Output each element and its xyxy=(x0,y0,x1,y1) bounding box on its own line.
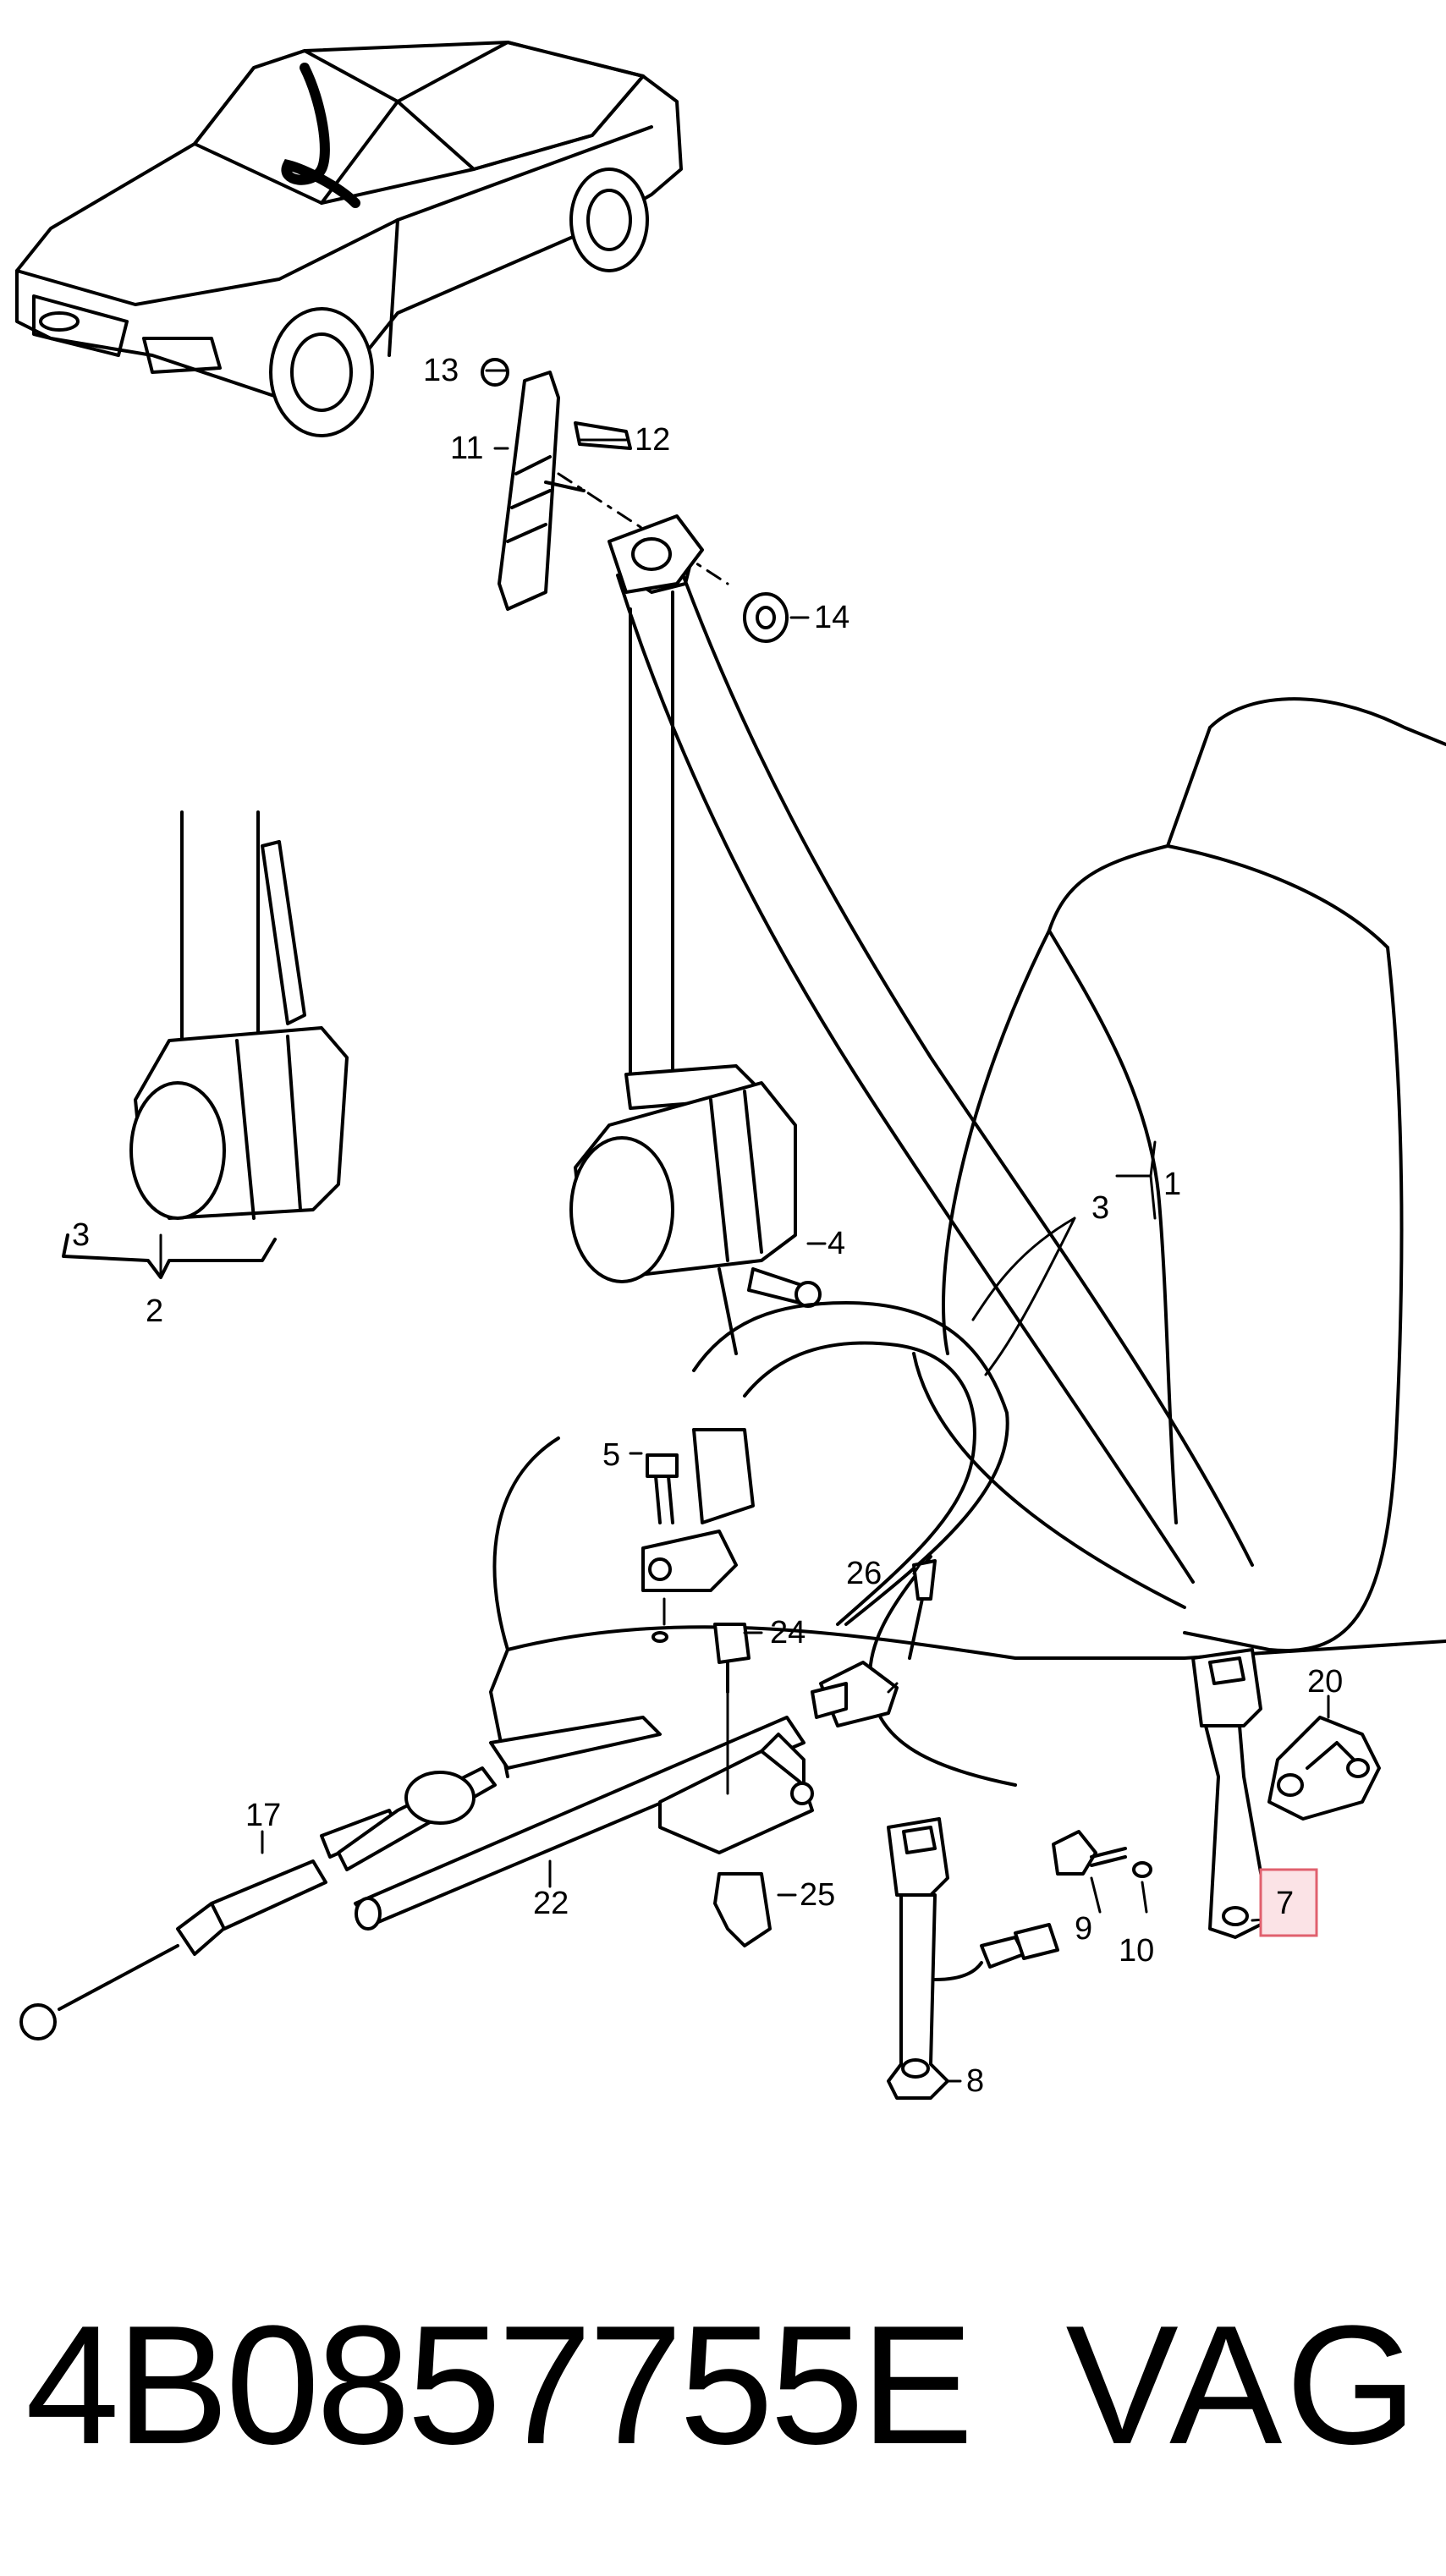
callout-13: 13 xyxy=(423,353,459,388)
car-illustration xyxy=(15,41,683,437)
retractor-center xyxy=(569,1064,822,1355)
callout-17: 17 xyxy=(245,1798,281,1833)
callout-7-highlight xyxy=(1259,1868,1318,1937)
callout-9: 9 xyxy=(1075,1911,1092,1947)
callout-12: 12 xyxy=(635,422,670,458)
callout-24: 24 xyxy=(770,1615,805,1651)
lower-anchor-assembly xyxy=(641,1301,1009,1643)
buckle-assembly xyxy=(887,1648,1381,2100)
callout-14: 14 xyxy=(814,600,849,635)
callout-22: 22 xyxy=(533,1886,569,1921)
callout-7: 7 xyxy=(1276,1886,1294,1921)
rail-and-cable xyxy=(19,1559,937,2040)
leader-lines xyxy=(159,369,1330,2083)
part-number: 4B0857755E xyxy=(25,2291,974,2480)
callout-2: 2 xyxy=(146,1293,163,1329)
seat-belt-webbing xyxy=(608,514,1254,1584)
footer: 4B0857755E VAG xyxy=(0,2276,1446,2496)
callout-11: 11 xyxy=(450,431,483,466)
callout-labels: 1 2 3 3 4 5 7 8 9 10 11 12 13 14 17 20 2… xyxy=(72,353,1343,2099)
callout-8: 8 xyxy=(966,2063,984,2099)
retractor-left xyxy=(62,810,349,1279)
parts-diagram: 1 2 3 3 4 5 7 8 9 10 11 12 13 14 17 20 2… xyxy=(15,41,1446,2100)
callout-5: 5 xyxy=(602,1437,620,1473)
callout-10: 10 xyxy=(1119,1933,1154,1969)
callout-26: 26 xyxy=(846,1556,882,1591)
brand-label: VAG xyxy=(1065,2291,1421,2480)
callout-3-right: 3 xyxy=(1091,1190,1109,1226)
upper-anchor-assembly xyxy=(481,358,789,643)
callout-1: 1 xyxy=(1163,1167,1181,1202)
callout-3-left: 3 xyxy=(72,1217,90,1253)
callout-20: 20 xyxy=(1307,1664,1343,1700)
callout-25: 25 xyxy=(800,1877,835,1913)
callout-4: 4 xyxy=(827,1226,845,1261)
seat-outline xyxy=(489,697,1446,1787)
